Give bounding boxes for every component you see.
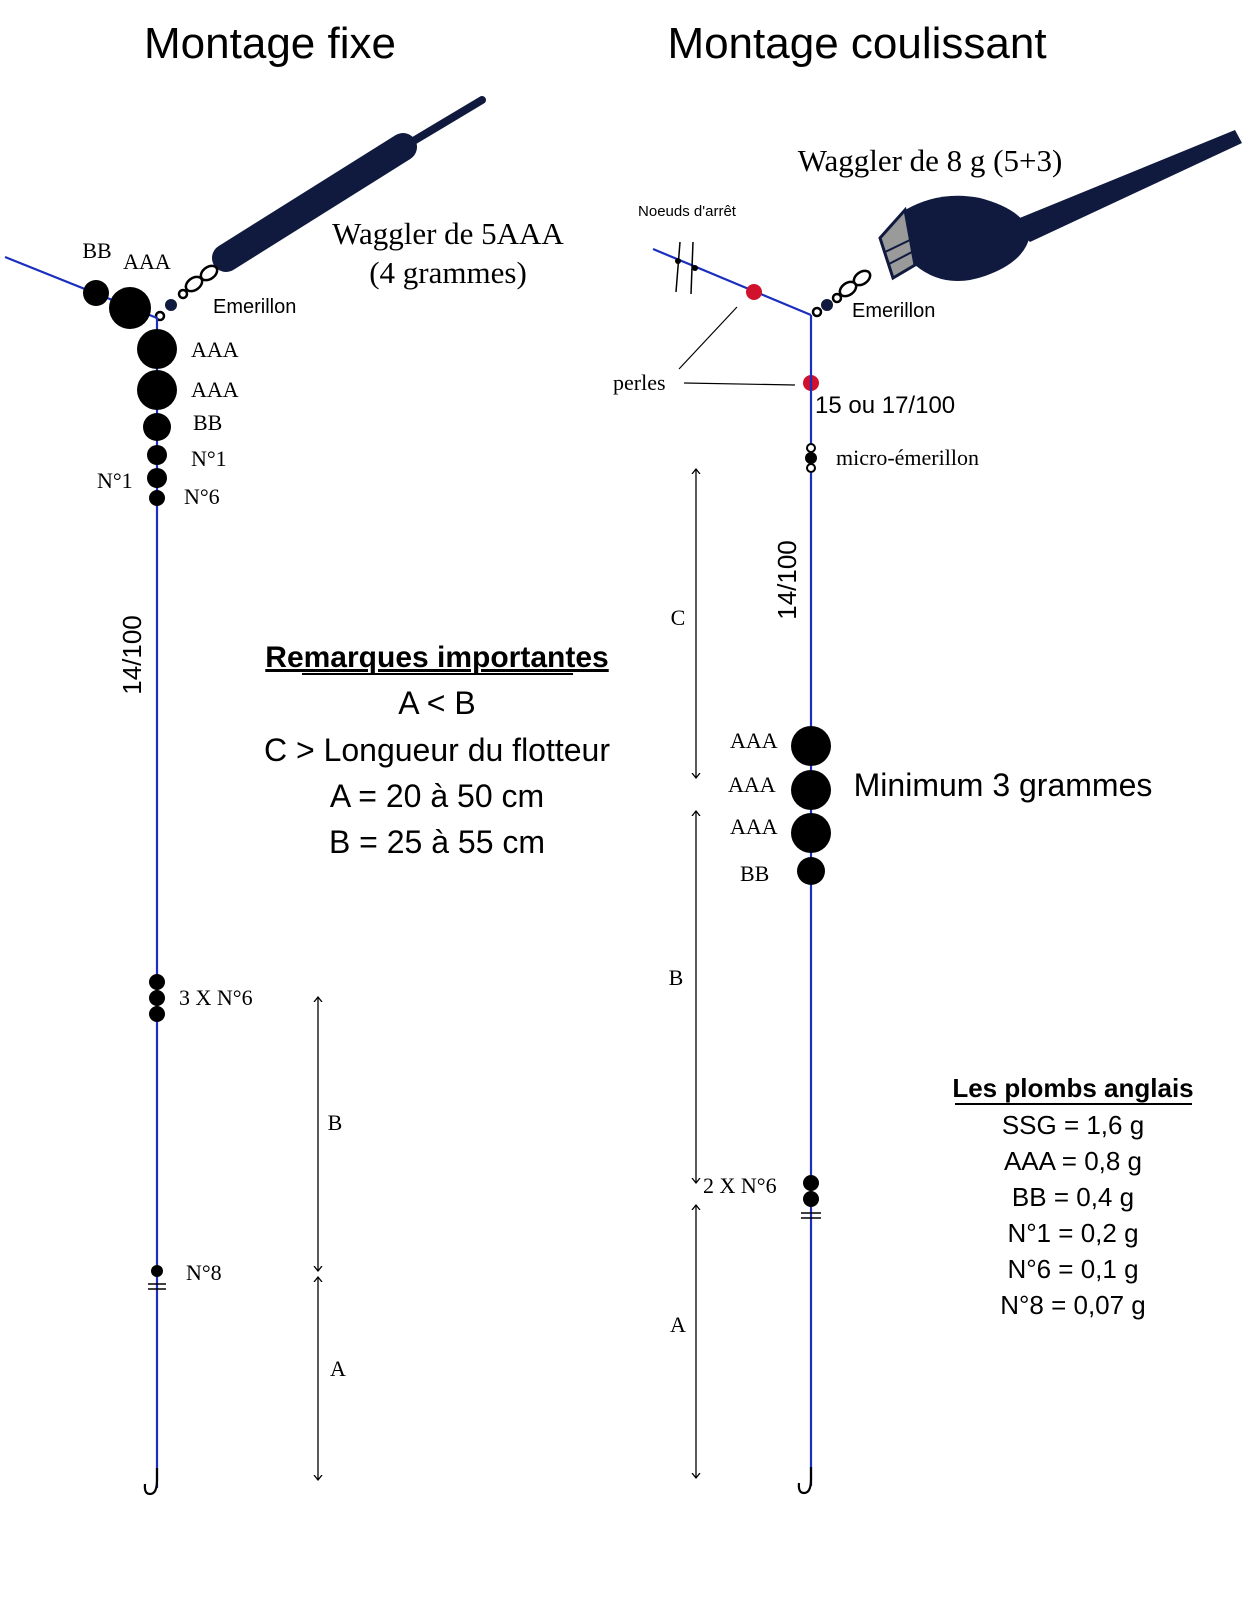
shot-bb-arm	[83, 280, 109, 306]
shot-label-bb: BB	[193, 410, 222, 435]
sliding-rig: Montage coulissant Waggler de 8 g (5+3) …	[613, 19, 1242, 1495]
dimension-b-label-fixed: B	[328, 1110, 343, 1135]
important-notes: Remarques importantes A < B C > Longueur…	[264, 641, 610, 860]
waggler-label-line2: (4 grammes)	[369, 255, 527, 290]
shot-table-row: SSG = 1,6 g	[1002, 1110, 1144, 1140]
shot-label-n6: N°6	[184, 484, 220, 509]
shot-n6-mid-2	[149, 990, 165, 1006]
shot-n6	[149, 490, 165, 506]
main-line-diameter-label: 15 ou 17/100	[815, 392, 955, 419]
shot-aaa-arm	[109, 287, 151, 329]
micro-swivel	[805, 443, 817, 473]
lower-shot-1	[803, 1175, 819, 1191]
fixed-rig: Montage fixe BB AAA Emerillon Waggler de…	[4, 19, 564, 1496]
shot-n8	[151, 1265, 163, 1277]
stop-knots-label: Noeuds d'arrêt	[638, 203, 737, 220]
bulk-aaa-2	[791, 770, 831, 810]
shot-table-row: N°8 = 0,07 g	[1000, 1290, 1146, 1320]
hook-line-label-sliding: 14/100	[772, 540, 802, 620]
dimension-b-label-sliding: B	[669, 965, 684, 990]
shot-label-aaa-1: AAA	[191, 337, 239, 362]
waggler-float-fixed	[212, 96, 486, 272]
note-line-4: B = 25 à 55 cm	[329, 824, 545, 860]
shot-n6-mid-1	[149, 974, 165, 990]
beads-label: perles	[613, 370, 666, 395]
arm-shot-bb-label: BB	[82, 238, 111, 263]
shot-n1-b	[147, 468, 167, 488]
bead-arm	[746, 284, 762, 300]
shot-table-row: N°6 = 0,1 g	[1007, 1254, 1138, 1284]
bulk-label-3: AAA	[730, 814, 778, 839]
bulk-aaa-1	[791, 726, 831, 766]
shot-table-row: AAA = 0,8 g	[1004, 1146, 1142, 1176]
bulk-note: Minimum 3 grammes	[854, 767, 1153, 803]
hook-line-label-fixed: 14/100	[117, 615, 147, 695]
dimension-c-label: C	[671, 605, 686, 630]
mid-shot-label: 3 X N°6	[179, 985, 253, 1010]
waggler-8g-label: Waggler de 8 g (5+3)	[798, 143, 1063, 178]
notes-heading: Remarques importantes	[265, 641, 608, 674]
hook-icon	[797, 1467, 813, 1495]
hook-icon	[143, 1468, 159, 1496]
arm-shot-aaa-label: AAA	[123, 249, 171, 274]
shot-label-n1-right: N°1	[191, 446, 227, 471]
bulk-label-1: AAA	[730, 728, 778, 753]
shot-n1-a	[147, 445, 167, 465]
shot-table-heading: Les plombs anglais	[952, 1073, 1193, 1103]
shot-table-row: N°1 = 0,2 g	[1007, 1218, 1138, 1248]
dimension-a-label-sliding: A	[670, 1312, 686, 1337]
tell-tale-label: N°8	[186, 1260, 222, 1285]
swivel-label-sliding: Emerillon	[852, 300, 935, 322]
waggler-label-line1: Waggler de 5AAA	[332, 216, 564, 251]
swivel-fixed	[154, 264, 219, 322]
shot-table-row: BB = 0,4 g	[1012, 1182, 1134, 1212]
dimension-a-label-fixed: A	[330, 1356, 346, 1381]
lower-shot-2	[803, 1191, 819, 1207]
fixed-rig-title: Montage fixe	[144, 19, 396, 68]
shot-bb	[143, 413, 171, 441]
bulk-aaa-3	[791, 813, 831, 853]
swivel-sliding	[811, 269, 872, 318]
swivel-label-fixed: Emerillon	[213, 296, 296, 318]
sliding-rig-title: Montage coulissant	[667, 19, 1046, 68]
shot-aaa-1	[137, 329, 177, 369]
bulk-bb	[797, 857, 825, 885]
bulk-label-4: BB	[740, 861, 769, 886]
english-shot-table: Les plombs anglais SSG = 1,6 g AAA = 0,8…	[952, 1073, 1193, 1320]
shot-n6-mid-3	[149, 1006, 165, 1022]
bulk-label-2: AAA	[728, 772, 776, 797]
note-line-2: C > Longueur du flotteur	[264, 732, 610, 768]
shot-label-n1-left: N°1	[97, 468, 133, 493]
micro-swivel-label: micro-émerillon	[836, 445, 979, 470]
note-line-3: A = 20 à 50 cm	[330, 778, 544, 814]
lower-shot-label: 2 X N°6	[703, 1173, 777, 1198]
note-line-1: A < B	[398, 685, 475, 721]
waggler-float-sliding	[878, 130, 1242, 282]
shot-label-aaa-2: AAA	[191, 377, 239, 402]
shot-aaa-2	[137, 370, 177, 410]
